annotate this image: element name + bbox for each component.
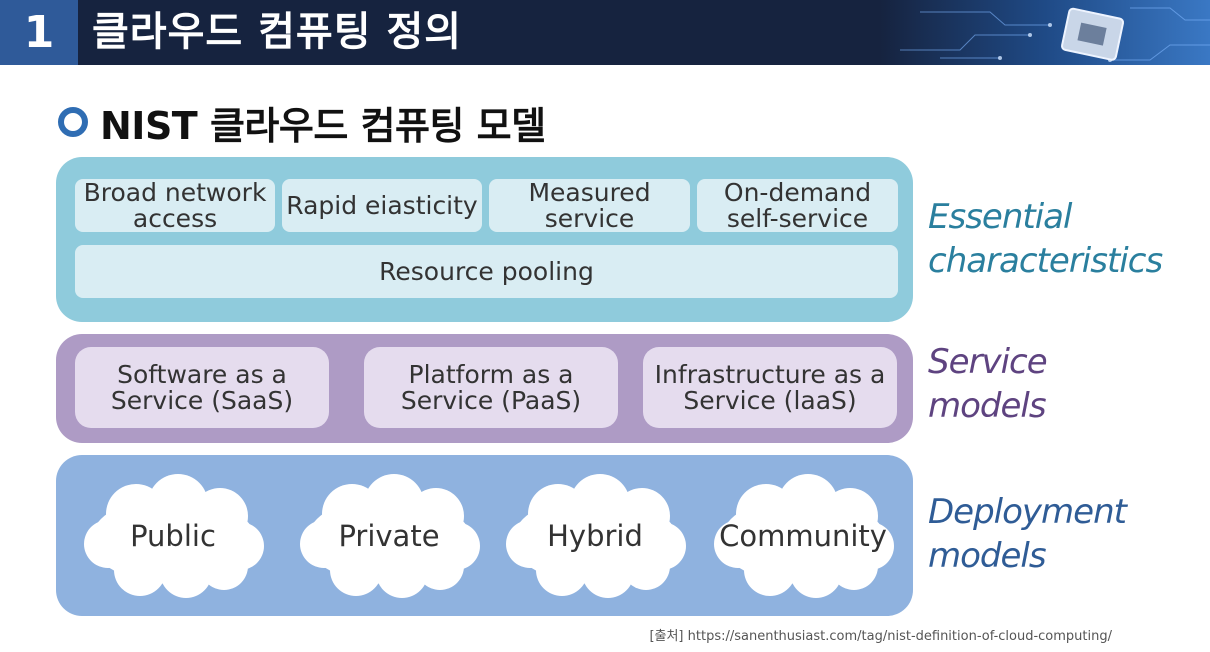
service-models-band: Software as a Service (SaaS) Platform as… (56, 334, 913, 443)
cloud-icon (84, 474, 264, 598)
deployment-models-label: Deployment models (928, 492, 1127, 576)
circuit-decoration-image (880, 0, 1210, 65)
deployment-cloud-private: Private (294, 472, 484, 599)
deployment-cloud-community: Community (708, 472, 898, 599)
service-item-paas: Platform as a Service (PaaS) (364, 347, 618, 428)
essential-characteristics-label: Essential characteristics (928, 197, 1163, 281)
cloud-icon (300, 474, 480, 598)
slide-header: 1 클라우드 컴퓨팅 정의 (0, 0, 1210, 65)
slide-title: 클라우드 컴퓨팅 정의 (92, 9, 463, 55)
section-title: NIST 클라우드 컴퓨팅 모델 (100, 103, 546, 148)
deployment-label-private: Private (338, 518, 440, 553)
service-models-label: Service models (928, 342, 1048, 426)
deployment-cloud-hybrid: Hybrid (500, 472, 690, 599)
circle-bullet-icon (58, 107, 88, 137)
essential-characteristics-band: Broad network access Rapid eiasticity Me… (56, 157, 913, 322)
deployment-label-hybrid: Hybrid (547, 518, 643, 553)
service-item-saas: Software as a Service (SaaS) (75, 347, 329, 428)
deployment-models-band: Public Private Hybrid (56, 455, 913, 616)
cloud-icon (506, 474, 686, 598)
essential-item-on-demand-self-service: On-demand self-service (697, 179, 898, 232)
essential-item-resource-pooling: Resource pooling (75, 245, 898, 298)
deployment-label-community: Community (719, 518, 887, 553)
cloud-icon (714, 474, 894, 598)
service-item-iaas: Infrastructure as a Service (laaS) (643, 347, 897, 428)
deployment-cloud-public: Public (78, 472, 268, 599)
essential-item-rapid-elasticity: Rapid eiasticity (282, 179, 482, 232)
slide-number: 1 (0, 0, 78, 65)
essential-item-broad-network-access: Broad network access (75, 179, 275, 232)
deployment-label-public: Public (130, 518, 216, 553)
source-citation: [출처] https://sanenthusiast.com/tag/nist-… (649, 629, 1112, 644)
section-heading: NIST 클라우드 컴퓨팅 모델 (58, 98, 546, 148)
essential-item-measured-service: Measured service (489, 179, 690, 232)
